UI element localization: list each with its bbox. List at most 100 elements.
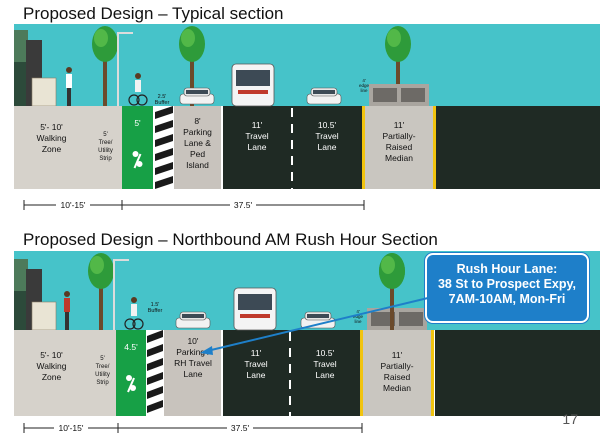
zone-6-label-line: Lane	[316, 370, 335, 380]
zone-4-label-line: 10'	[187, 336, 198, 346]
rush-hour-callout: Rush Hour Lane: 38 St to Prospect Expy, …	[425, 253, 589, 323]
dimension-label-bg	[54, 422, 88, 434]
zone-2-label-line: Strip	[99, 156, 112, 162]
zone-4-label-line: Lane &	[184, 138, 211, 148]
zone-1-label-line: Zone	[42, 372, 62, 382]
dimension-sidewalk-label-line: 10'-15'	[59, 423, 84, 433]
zone-2-label-line: Tree/	[96, 364, 110, 370]
zone-3-label-line: 4.5'	[124, 342, 138, 352]
zone-1-label-line: Walking	[37, 133, 67, 143]
dimension-sidewalk-label: 10'-15'	[61, 200, 86, 210]
buffer-stripe	[147, 330, 163, 343]
tree-median-canopy-hi	[381, 256, 395, 274]
bus-window	[236, 70, 270, 86]
buffer-stripe	[147, 386, 163, 399]
bus-stripe	[240, 314, 270, 318]
bike-symbol-frame	[133, 153, 142, 169]
zone-4-label-line: Lane	[184, 369, 203, 379]
median-planter-box	[399, 312, 423, 326]
cyclist-wheel	[128, 94, 140, 106]
travel-car-window	[313, 90, 335, 94]
bike-symbol-wheel	[130, 385, 136, 391]
zone-7-label-line: Partially-	[382, 131, 415, 141]
buffer-stripe	[147, 400, 163, 413]
pedestrian-head	[66, 67, 72, 73]
lane-dash	[289, 348, 291, 357]
lane-dash	[289, 364, 291, 373]
edge-line-label-line: 4'	[362, 78, 366, 83]
pedestrian-legs	[65, 312, 69, 330]
parked-car-window	[182, 314, 204, 318]
zone-5-label-line: Lane	[247, 370, 266, 380]
buffer-label-line: 2.5'	[158, 94, 167, 100]
zone-7-label-line: Median	[383, 383, 411, 393]
pedestrian-body	[64, 298, 70, 312]
buffer-stripe	[147, 344, 163, 357]
tree-left-canopy-hi	[90, 256, 104, 274]
zone-6-label-line: Lane	[318, 142, 337, 152]
bike-symbol-wheel	[126, 375, 132, 381]
zone-7-label-line: Partially-	[380, 361, 413, 371]
zone-6-label-line: 10.5'	[318, 120, 337, 130]
callout-line-2: 38 St to Prospect Expy,	[437, 277, 576, 291]
buffer-stripe	[155, 162, 173, 175]
cyclist-wheel	[136, 94, 148, 106]
bus-stripe	[238, 90, 268, 94]
lamp-arm	[117, 32, 133, 34]
cyclist-body	[131, 304, 137, 316]
zone-3-block	[122, 106, 153, 189]
bus-window	[238, 294, 272, 310]
tree-median-trunk	[396, 50, 400, 84]
buffer-stripe	[155, 120, 173, 133]
edge-line-label-line: line	[360, 88, 368, 93]
zone-5-label-line: 11'	[251, 348, 262, 358]
edge-line-label-line: edge	[359, 83, 370, 88]
buffer-stripe	[155, 148, 173, 161]
zone-1-block	[14, 330, 89, 416]
buffer-label: 1.5'Buffer	[148, 302, 163, 314]
zone-7-label-line: 11'	[394, 120, 405, 130]
lane-dash	[291, 188, 293, 197]
dimension-roadway-label: 37.5'	[234, 200, 253, 210]
buffer-stripe	[147, 372, 163, 385]
tree-left-trunk	[103, 50, 107, 106]
median-edge-right	[431, 330, 434, 416]
buffer-label-line: Buffer	[155, 100, 170, 106]
lane-line	[221, 106, 223, 189]
buffer-stripe	[155, 134, 173, 147]
lane-dash	[291, 124, 293, 133]
buffer-label-line: 1.5'	[151, 302, 160, 308]
zone-1-block	[14, 106, 89, 189]
median-edge-left	[360, 330, 363, 416]
bike-symbol-wheel	[132, 151, 139, 157]
zone-4-label-line: Island	[186, 160, 209, 170]
zone-2-label-line: Strip	[96, 380, 109, 386]
lane-dash	[291, 108, 293, 117]
lane-dash	[289, 332, 291, 341]
lane-dash	[289, 412, 291, 421]
zone-6-label-line: 10.5'	[316, 348, 335, 358]
cyclist-wheel	[124, 318, 136, 330]
edge-line-label-line: line	[354, 319, 362, 324]
cyclist-head	[135, 73, 141, 79]
dimension-label-bg	[56, 199, 90, 211]
dimension-roadway-label: 37.5'	[231, 423, 250, 433]
lane-dash	[289, 396, 291, 405]
tree-middle-canopy-hi	[181, 29, 195, 47]
zone-5-label-line: 11'	[252, 120, 263, 130]
zone-7-label-line: Median	[385, 153, 413, 163]
zone-1-label-line: Zone	[42, 144, 62, 154]
zone-1-label-line: 5'- 10'	[40, 122, 63, 132]
zone-2-label-line: 5'	[103, 132, 107, 138]
zone-6-label-line: Travel	[315, 131, 338, 141]
zone-2-label-line: Utility	[98, 148, 113, 154]
lane-dash	[291, 172, 293, 181]
fence	[31, 301, 57, 331]
callout-line-3: 7AM-10AM, Mon-Fri	[448, 292, 566, 306]
